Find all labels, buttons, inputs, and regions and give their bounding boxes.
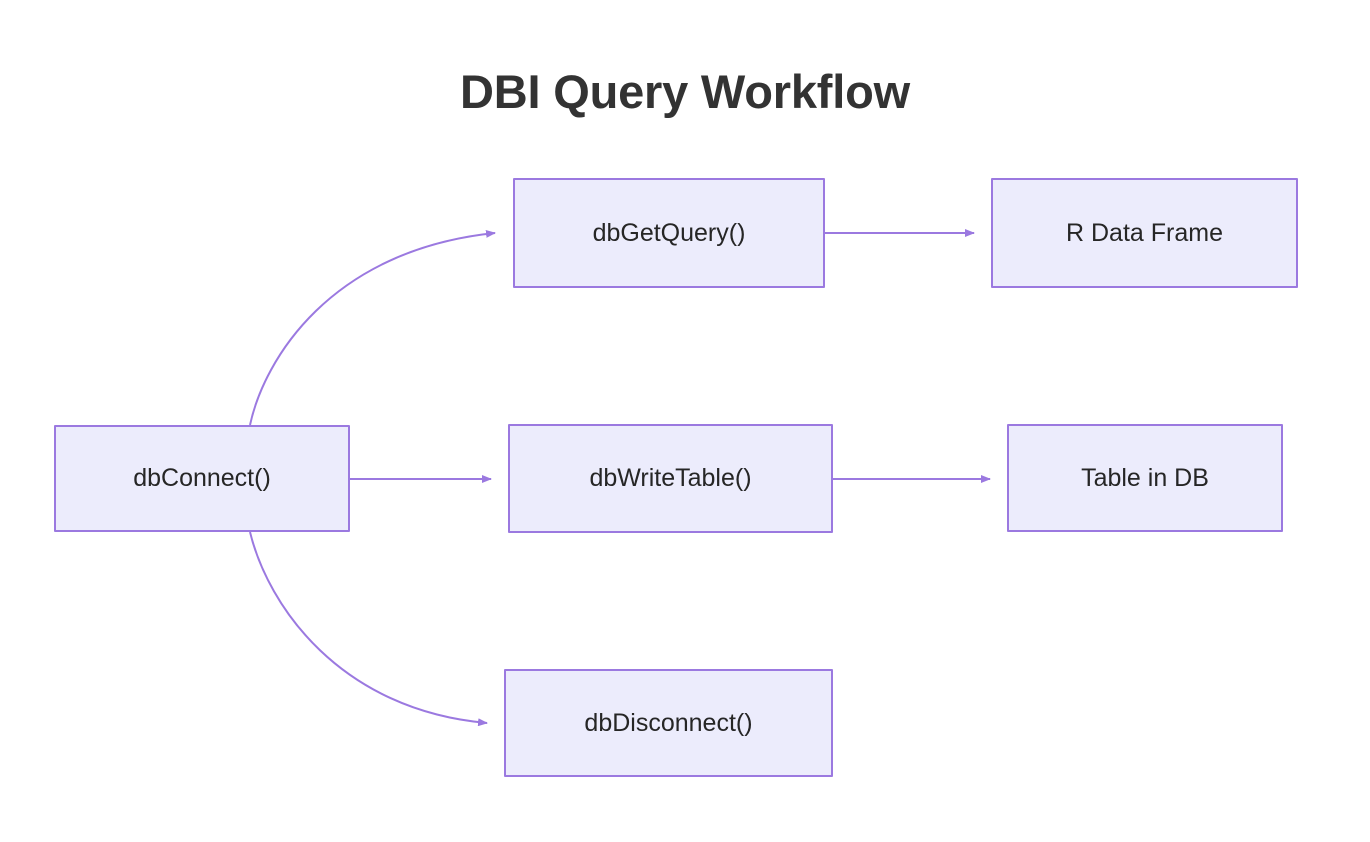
node-label: Table in DB: [1081, 463, 1209, 492]
edge-dbconnect-to-dbdisconnect: [249, 531, 488, 727]
node-label: dbConnect(): [133, 464, 271, 492]
edge-path: [249, 229, 496, 426]
node-r-data-frame[interactable]: R Data Frame: [991, 178, 1298, 288]
node-label: R Data Frame: [1066, 218, 1223, 247]
node-label: dbGetQuery(): [592, 218, 746, 247]
node-dbgetquery[interactable]: dbGetQuery(): [513, 178, 825, 288]
page-title: DBI Query Workflow: [460, 65, 910, 118]
node-dbwritetable[interactable]: dbWriteTable(): [508, 424, 833, 533]
node-label: dbDisconnect(): [584, 708, 753, 737]
node-table-in-db[interactable]: Table in DB: [1007, 424, 1283, 532]
edge-dbconnect-to-dbgetquery: [249, 229, 496, 426]
node-dbdisconnect[interactable]: dbDisconnect(): [504, 669, 833, 777]
node-dbconnect[interactable]: dbConnect(): [54, 425, 350, 532]
node-label: dbWriteTable(): [589, 464, 752, 492]
edge-path: [249, 531, 488, 727]
